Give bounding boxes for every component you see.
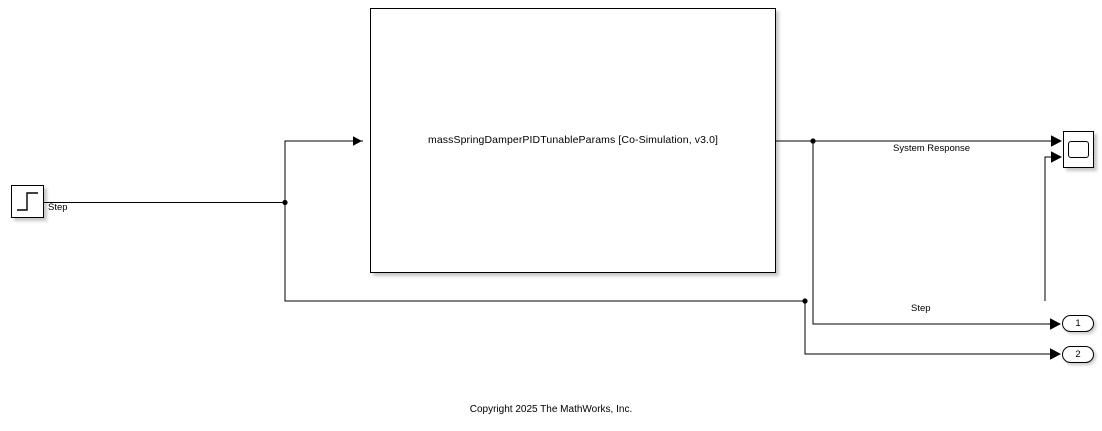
wire-step-to-outport-2 [804, 301, 1056, 355]
outport-2[interactable]: 2 [1062, 346, 1094, 363]
arrow-scope-in-1 [1051, 135, 1062, 147]
step-source-block[interactable] [11, 185, 44, 218]
arrow-scope-in-2 [1051, 151, 1062, 163]
wire-step-to-fmu [284, 140, 363, 203]
arrow-outport-2-in [1050, 348, 1061, 360]
signal-junctions [282, 138, 816, 304]
arrow-fmu-in [353, 136, 362, 146]
wire-response-to-outport-1 [812, 141, 1056, 325]
fmu-subsystem-block[interactable]: massSpringDamperPIDTunableParams [Co-Sim… [370, 8, 776, 273]
junction-response-branch [810, 138, 816, 144]
signal-label-system-response: System Response [893, 143, 971, 154]
copyright-annotation: Copyright 2025 The MathWorks, Inc. [469, 404, 633, 415]
outport-1[interactable]: 1 [1062, 315, 1094, 332]
arrow-outport-1-in [1050, 318, 1061, 330]
junction-step-branch [282, 199, 288, 206]
scope-block[interactable] [1063, 131, 1094, 168]
signal-arrowheads [353, 135, 1062, 360]
wire-step-to-scope-2 [1044, 156, 1056, 301]
fmu-subsystem-label: massSpringDamperPIDTunableParams [Co-Sim… [427, 134, 719, 147]
scope-screen-icon [1068, 141, 1089, 158]
wire-step-to-outputs [284, 202, 805, 302]
junction-feedback-branch [802, 298, 808, 304]
step-waveform-icon [17, 192, 38, 211]
step-source-caption: Step [48, 202, 68, 213]
signal-label-step: Step [911, 303, 931, 314]
